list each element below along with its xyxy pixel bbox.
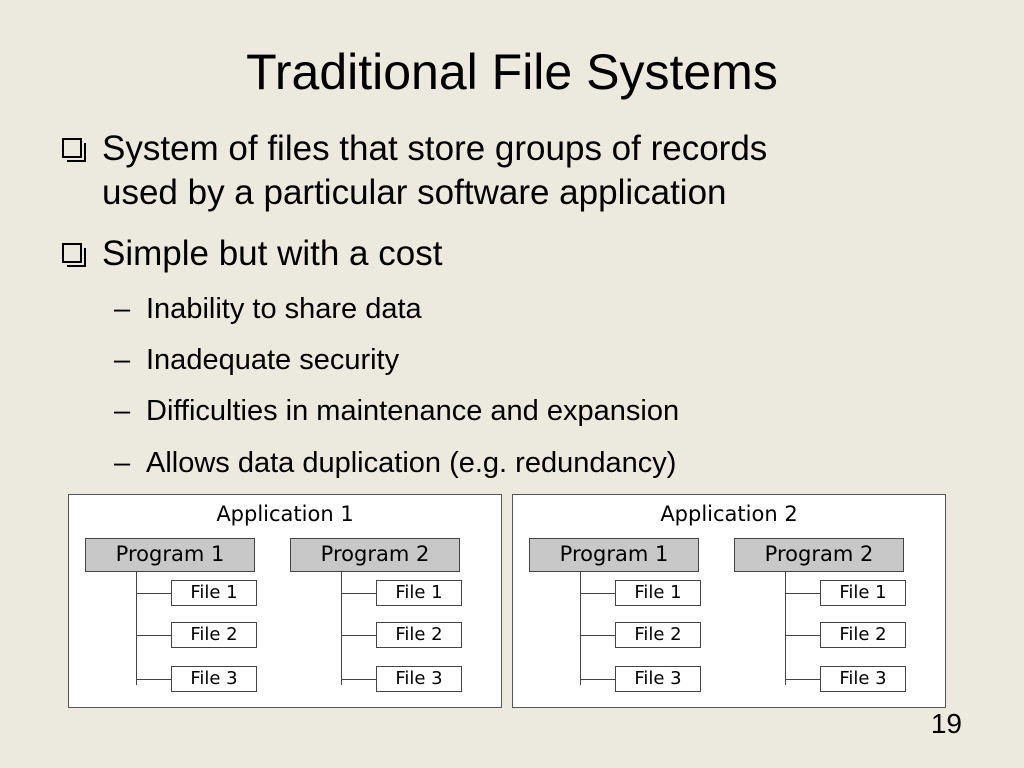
dash-icon: – <box>114 293 131 325</box>
tree-connector <box>341 593 376 594</box>
tree-connector <box>341 572 342 685</box>
tree-connector <box>785 572 786 685</box>
tree-connector <box>136 593 171 594</box>
checkbox-bullet-icon <box>62 243 86 267</box>
tree-connector <box>580 679 615 680</box>
bullet-1-line-2: used by a particular software applicatio… <box>102 173 727 212</box>
tree-connector <box>136 679 171 680</box>
file-box: File 1 <box>615 580 701 606</box>
program-box: Program 1 <box>529 538 699 572</box>
tree-connector <box>136 635 171 636</box>
dash-icon: – <box>114 447 131 479</box>
tree-connector <box>580 593 615 594</box>
page-number: 19 <box>930 708 962 739</box>
dash-icon: – <box>114 344 131 376</box>
file-box: File 2 <box>376 622 462 648</box>
file-box: File 1 <box>820 580 906 606</box>
tree-connector <box>341 679 376 680</box>
tree-connector <box>136 572 137 685</box>
slide-title: Traditional File Systems <box>246 44 778 100</box>
file-box: File 2 <box>615 622 701 648</box>
file-box: File 2 <box>820 622 906 648</box>
tree-connector <box>341 635 376 636</box>
file-box: File 3 <box>376 666 462 692</box>
sub-bullet-text: Inability to share data <box>146 293 422 325</box>
file-box: File 3 <box>820 666 906 692</box>
dash-icon: – <box>114 395 131 427</box>
application-1-box: Application 1 Program 1 File 1 File 2 Fi… <box>68 494 502 708</box>
sub-bullet-text: Inadequate security <box>146 344 400 376</box>
application-2-box: Application 2 Program 1 File 1 File 2 Fi… <box>512 494 946 708</box>
application-title: Application 1 <box>216 502 354 526</box>
sub-bullet-text: Allows data duplication (e.g. redundancy… <box>146 447 677 479</box>
tree-connector <box>580 635 615 636</box>
file-box: File 1 <box>171 580 257 606</box>
file-box: File 3 <box>615 666 701 692</box>
tree-connector <box>785 635 820 636</box>
file-box: File 3 <box>171 666 257 692</box>
program-box: Program 1 <box>85 538 255 572</box>
program-box: Program 2 <box>734 538 904 572</box>
program-box: Program 2 <box>290 538 460 572</box>
sub-bullet-text: Difficulties in maintenance and expansio… <box>146 395 680 427</box>
file-box: File 2 <box>171 622 257 648</box>
checkbox-bullet-icon <box>62 138 86 162</box>
bullet-1-line-1: System of files that store groups of rec… <box>102 129 768 168</box>
file-box: File 1 <box>376 580 462 606</box>
application-title: Application 2 <box>660 502 798 526</box>
tree-connector <box>785 679 820 680</box>
tree-connector <box>785 593 820 594</box>
bullet-2-line-1: Simple but with a cost <box>102 234 443 273</box>
tree-connector <box>580 572 581 685</box>
